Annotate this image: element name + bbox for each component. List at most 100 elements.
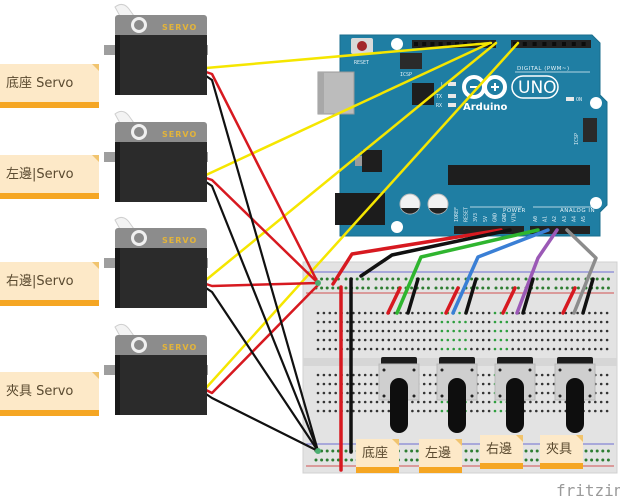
terminal-hole (328, 391, 332, 395)
rail-hole (464, 458, 468, 462)
potentiometer-notes: 底座左邊右邊夾具 (356, 435, 583, 473)
analog-label: ANALOG IN (560, 208, 595, 214)
rail-hole (584, 449, 588, 453)
rail-hole (530, 449, 534, 453)
rail-hole (391, 277, 395, 281)
terminal-hole (369, 391, 373, 395)
potentiometer-4[interactable] (554, 357, 596, 433)
potentiometer-3[interactable] (494, 357, 536, 433)
potentiometer-note-2[interactable]: 左邊 (419, 439, 462, 473)
potentiometer-2[interactable] (436, 357, 478, 433)
pot-4-ground-jumper[interactable] (581, 277, 595, 315)
terminal-hole (334, 311, 338, 315)
power-wire-servo-1[interactable] (204, 70, 320, 285)
terminal-hole (440, 347, 444, 351)
pot-3-ground-jumper[interactable] (521, 277, 535, 315)
servo-3[interactable]: SERVO (104, 216, 208, 308)
terminal-hole (411, 409, 414, 413)
terminal-hole (363, 382, 367, 386)
terminal-hole (346, 409, 349, 413)
terminal-hole (594, 347, 597, 351)
header-pin (532, 42, 537, 46)
servo-1[interactable]: SERVO (104, 3, 208, 95)
terminal-hole (546, 311, 550, 315)
ground-wire-servo-3[interactable] (204, 286, 320, 453)
servo-note-1[interactable]: 底座 Servo (0, 64, 99, 108)
header-pin (581, 42, 586, 46)
pot-knob[interactable] (566, 378, 584, 433)
reset-button-cap[interactable] (357, 41, 367, 51)
servo-note-2[interactable]: 左邊|Servo (0, 155, 99, 199)
signal-wire-servo-4[interactable] (204, 41, 520, 390)
rail-hole (331, 286, 335, 290)
wires (204, 41, 598, 472)
ground-wire-servo-1[interactable] (204, 74, 320, 453)
terminal-hole (470, 329, 473, 333)
terminal-hole (552, 329, 556, 333)
ground-wire-servo-4[interactable] (204, 392, 320, 453)
capacitor-stripe (401, 208, 419, 214)
rail-hole (421, 277, 425, 281)
servo-note-3[interactable]: 右邊|Servo (0, 262, 99, 306)
terminal-hole (529, 400, 532, 404)
analog-wire-a2[interactable] (515, 228, 559, 315)
pot-knob[interactable] (390, 378, 408, 433)
analog-wire-a1[interactable] (451, 228, 550, 315)
pot-knob[interactable] (506, 378, 524, 433)
pot-4-power-jumper[interactable] (561, 286, 577, 315)
terminal-hole (363, 338, 367, 342)
terminal-hole (440, 320, 444, 324)
signal-wire-servo-1[interactable] (204, 41, 493, 70)
arduino-5v-wire[interactable] (331, 228, 503, 286)
pot-1-ground-jumper[interactable] (406, 277, 420, 315)
terminal-hole (529, 409, 532, 413)
potentiometer-note-4[interactable]: 夾具 (540, 435, 583, 469)
terminal-hole (381, 338, 385, 342)
rail-hole (590, 449, 594, 453)
signal-wire-servo-3[interactable] (204, 41, 498, 282)
rail-hole (434, 286, 438, 290)
potentiometer-1[interactable] (378, 357, 420, 433)
servo-note-4[interactable]: 夾具 Servo (0, 372, 99, 416)
rail-hole (451, 286, 455, 290)
power-wire-servo-2[interactable] (204, 176, 320, 285)
terminal-hole (375, 347, 379, 351)
power-wire-servo-4[interactable] (204, 283, 320, 395)
rail-hole (464, 449, 468, 453)
terminal-hole (517, 338, 520, 342)
power-wire-servo-3[interactable] (204, 281, 320, 288)
terminal-hole (375, 311, 379, 315)
pot-1-power-jumper[interactable] (386, 286, 402, 315)
potentiometer-note-1[interactable]: 底座 (356, 439, 399, 473)
terminal-hole (446, 329, 450, 333)
terminal-hole (363, 329, 367, 333)
servo-2[interactable]: SERVO (104, 110, 208, 202)
terminal-hole (529, 338, 532, 342)
power-header (454, 226, 524, 234)
terminal-hole (322, 338, 326, 342)
terminal-hole (594, 329, 597, 333)
header-pin (430, 42, 435, 46)
pot-screw (382, 368, 386, 372)
analog-pin-label: A2 (552, 216, 558, 222)
servo-4[interactable]: SERVO (104, 323, 208, 415)
terminal-hole (505, 329, 509, 333)
rail-hole (505, 286, 509, 290)
pot-2-ground-jumper[interactable] (464, 277, 478, 315)
terminal-hole (570, 311, 573, 315)
ground-wire-servo-2[interactable] (204, 180, 320, 453)
pot-2-power-jumper[interactable] (444, 286, 460, 315)
analog-wire-a3[interactable] (565, 228, 598, 315)
rail-hole (486, 286, 490, 290)
rail-hole (320, 286, 324, 290)
led-l (448, 82, 456, 86)
terminal-hole (529, 347, 532, 351)
pot-3-power-jumper[interactable] (501, 286, 517, 315)
rail-hole (426, 277, 430, 281)
arduino-gnd-wire[interactable] (359, 228, 512, 278)
analog-wire-a0[interactable] (395, 228, 540, 315)
potentiometer-note-3[interactable]: 右邊 (480, 435, 523, 469)
note-fold (92, 64, 99, 71)
pot-knob[interactable] (448, 378, 466, 433)
terminal-hole (511, 311, 514, 315)
